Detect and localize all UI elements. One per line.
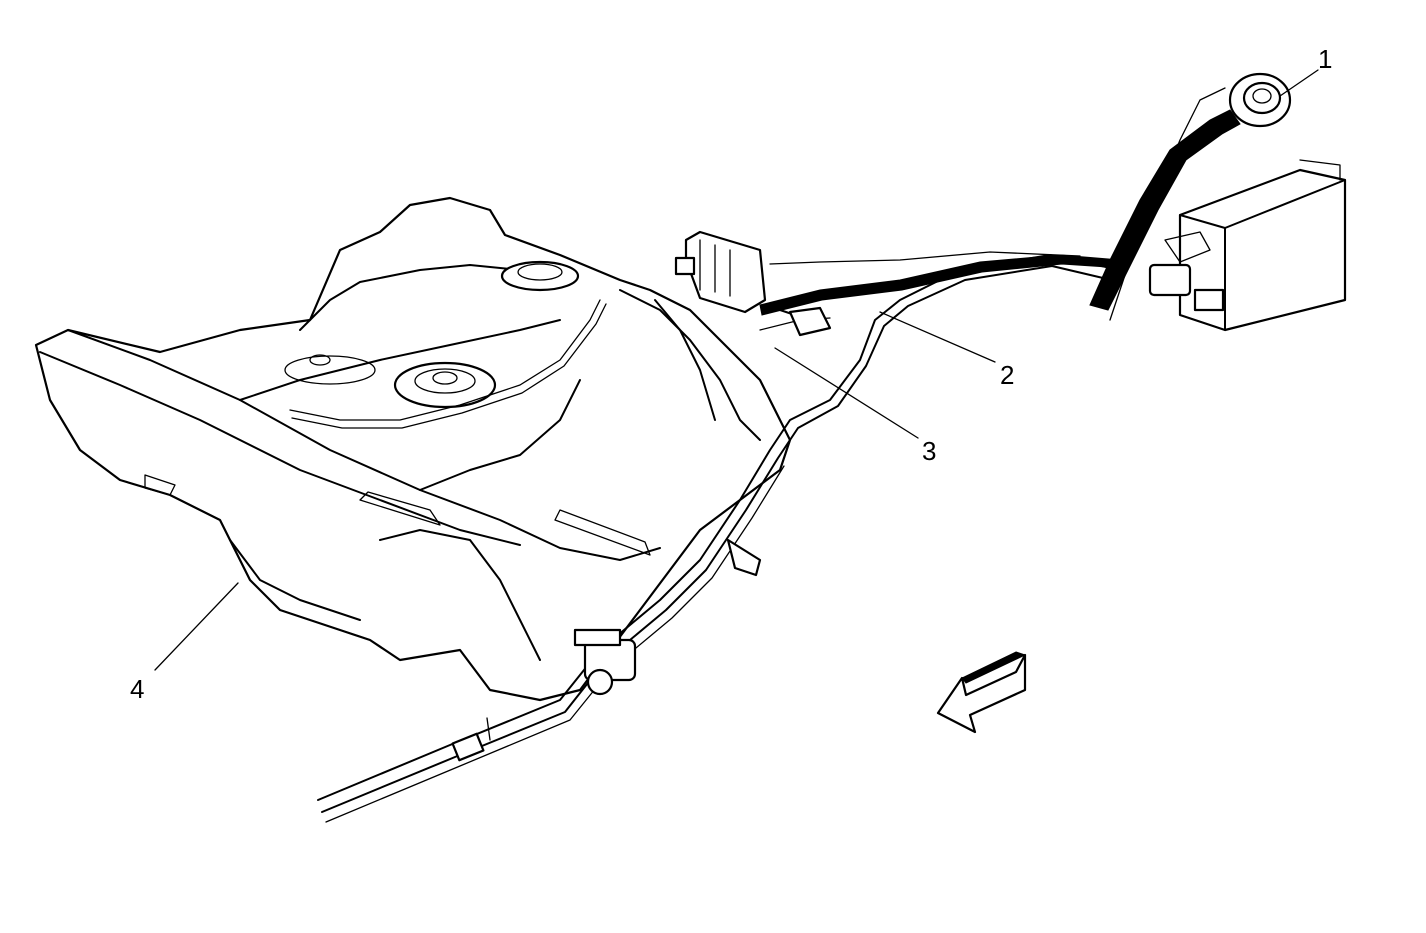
fuel-tank xyxy=(34,196,792,702)
callout-2: 2 xyxy=(1000,360,1014,390)
fuel-lines xyxy=(317,254,1121,823)
fuel-filler-neck xyxy=(1089,72,1292,321)
callout-1: 1 xyxy=(1318,44,1332,74)
evap-canister xyxy=(1148,159,1347,332)
evap-assembly xyxy=(674,230,1123,337)
direction-arrow-icon xyxy=(936,651,1027,734)
callout-3: 3 xyxy=(922,436,936,466)
callout-leaders xyxy=(154,69,1319,671)
callout-4: 4 xyxy=(130,674,144,704)
